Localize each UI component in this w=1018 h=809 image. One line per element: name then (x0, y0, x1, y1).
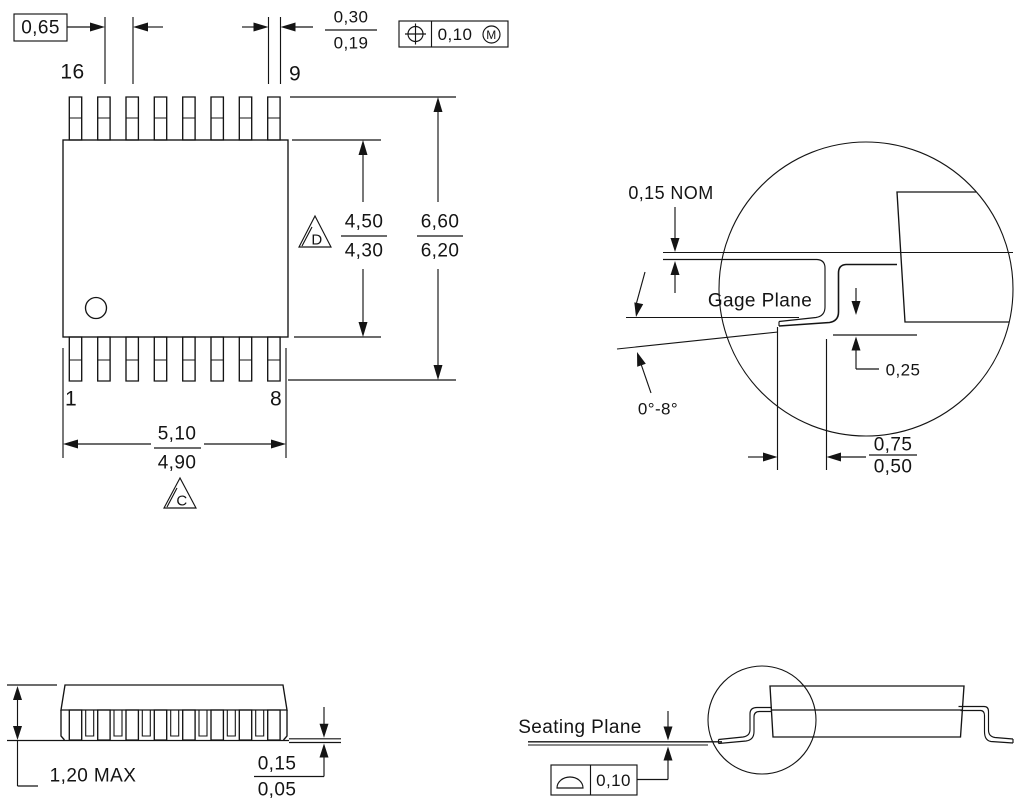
standoff-min: 0,05 (258, 780, 297, 801)
profile-left-lead (717, 706, 772, 745)
dim-standoff: 0,15 0,05 (254, 707, 341, 801)
profile-right-lead (958, 705, 1014, 744)
pitch-value: 0,65 (21, 18, 60, 39)
dim-foot-offset: 0,25 (833, 288, 920, 380)
lead-thickness-value: 0,15 NOM (628, 183, 713, 203)
pin-9-label: 9 (289, 63, 301, 86)
side-view: 1,20 MAX 0,15 0,05 (7, 684, 341, 801)
mmc-letter: M (486, 28, 496, 42)
profile-body (769, 685, 965, 738)
pin1-indicator (84, 296, 108, 320)
detail-body-edge (896, 191, 1009, 323)
body-width-min: 4,90 (158, 453, 197, 474)
side-body (60, 684, 288, 711)
lead-width-max: 0,30 (334, 8, 369, 27)
dim-body-width: 5,10 4,90 C (62, 348, 287, 510)
dim-pitch: 0,65 (13, 13, 163, 84)
flag-c-icon: C (163, 476, 197, 510)
side-leads-back (85, 709, 265, 737)
flatness-tolerance-frame: 0,10 (550, 764, 638, 796)
lead-angle-value: 0°-8° (638, 400, 678, 419)
pin-16-label: 16 (60, 61, 84, 84)
package-body (62, 139, 289, 338)
pins-bottom (68, 336, 281, 382)
dim-lead-width: 0,30 0,19 (242, 8, 377, 84)
lead-outer-surface (778, 263, 897, 327)
dim-overall-width: 6,60 6,20 (288, 96, 463, 381)
body-length-min: 4,30 (345, 241, 384, 262)
seating-plane-symbol-icon (556, 776, 584, 789)
flag-c-letter: C (176, 493, 187, 510)
lead-inner-surface (663, 258, 826, 323)
position-tolerance-frame: 0,10 M (398, 20, 509, 48)
overall-width-max: 6,60 (421, 212, 460, 233)
overall-width-min: 6,20 (421, 241, 460, 262)
max-height-value: 1,20 MAX (50, 766, 137, 787)
lead-detail-view: Gage Plane 0°-8° 0,15 NOM 0,25 (616, 141, 1014, 478)
flag-d-icon: D (298, 214, 332, 249)
seating-plane-view: Seating Plane 0,10 (518, 665, 1014, 796)
gage-plane-label: Gage Plane (708, 291, 812, 312)
dim-lead-thickness: 0,15 NOM (628, 183, 713, 293)
side-body-ends (60, 710, 288, 741)
dim-foot-length: 0,75 0,50 (748, 327, 917, 478)
foot-length-min: 0,50 (874, 457, 913, 478)
profile-detail-circle (707, 665, 817, 775)
seating-plane-label: Seating Plane (518, 717, 642, 738)
lead-width-min: 0,19 (334, 34, 369, 53)
detail-circle (718, 141, 1014, 437)
position-tolerance-value: 0,10 (438, 25, 473, 44)
flatness-value: 0,10 (596, 771, 631, 790)
foot-offset-value: 0,25 (886, 361, 921, 380)
position-symbol-icon (405, 23, 426, 45)
top-view: 16 9 1 8 0,65 0,30 0,19 (13, 8, 509, 510)
body-length-max: 4,50 (345, 212, 384, 233)
pins-top (68, 96, 281, 141)
body-width-max: 5,10 (158, 424, 197, 445)
flag-d-letter: D (311, 232, 322, 249)
standoff-max: 0,15 (258, 754, 297, 775)
lead-angle-line (616, 331, 779, 350)
foot-length-max: 0,75 (874, 435, 913, 456)
pin-1-label: 1 (65, 388, 77, 411)
dim-max-height: 1,20 MAX (13, 686, 136, 787)
pin-8-label: 8 (270, 388, 282, 411)
mmc-modifier-icon: M (482, 25, 501, 44)
dim-body-length: 4,50 4,30 D (292, 139, 387, 338)
